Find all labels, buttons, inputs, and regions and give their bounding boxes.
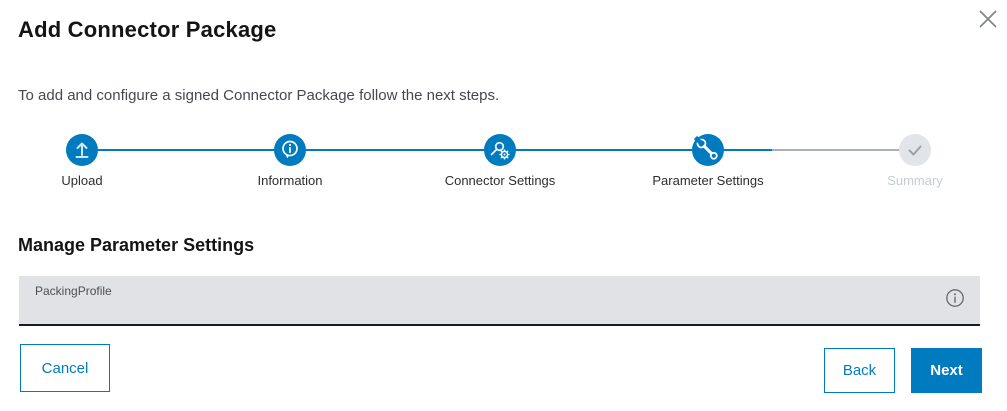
close-button[interactable] (977, 9, 999, 31)
step-information[interactable] (274, 134, 306, 166)
cancel-button[interactable]: Cancel (20, 344, 110, 392)
step-upload[interactable] (66, 134, 98, 166)
next-button[interactable]: Next (911, 348, 982, 393)
step-summary (899, 134, 931, 166)
step-label-information: Information (257, 173, 323, 188)
step-label-connector-settings: Connector Settings (444, 173, 556, 188)
info-icon (946, 289, 964, 307)
step-parameter-settings[interactable] (692, 134, 724, 166)
dialog-subtitle: To add and configure a signed Connector … (18, 87, 500, 104)
step-label-parameter-settings: Parameter Settings (652, 173, 764, 188)
page-title: Add Connector Package (18, 17, 277, 42)
parameter-name: PackingProfile (35, 284, 112, 298)
connector-gear-icon (490, 141, 510, 160)
upload-icon (75, 142, 89, 158)
stepper-line-completed (82, 149, 772, 151)
wizard-stepper: Upload Information Connector Settings Pa… (0, 118, 1007, 190)
close-icon (979, 9, 997, 28)
step-label-summary: Summary (887, 173, 943, 188)
information-icon (282, 140, 298, 159)
back-button[interactable]: Back (824, 348, 895, 393)
info-button[interactable] (945, 288, 965, 308)
section-heading: Manage Parameter Settings (18, 235, 255, 255)
step-label-upload: Upload (61, 173, 103, 188)
parameter-panel-header[interactable]: PackingProfile (19, 276, 980, 326)
check-icon (908, 145, 922, 156)
stepper-line-upcoming (772, 149, 915, 151)
step-connector-settings[interactable] (484, 134, 516, 166)
wrench-icon (693, 135, 718, 160)
